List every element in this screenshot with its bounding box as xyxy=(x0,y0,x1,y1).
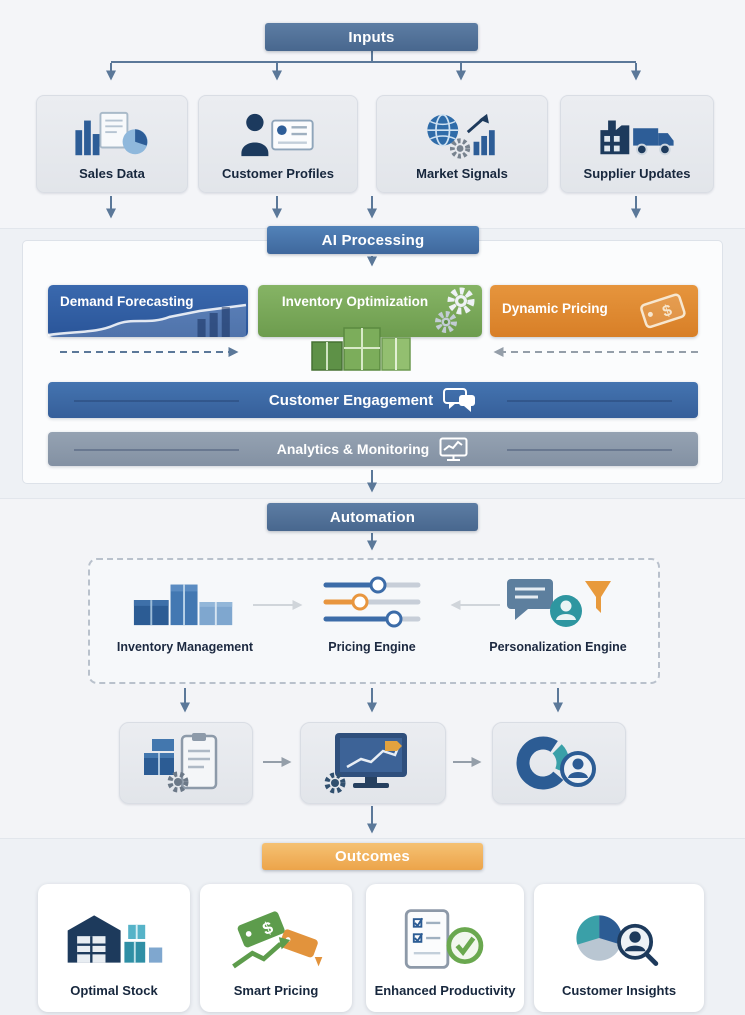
factory-truck-icon xyxy=(595,96,679,167)
automation-output-insights xyxy=(492,722,626,804)
input-card-label: Sales Data xyxy=(79,165,145,181)
engine-label: Pricing Engine xyxy=(328,640,416,654)
warehouse-boxes-icon xyxy=(62,884,166,983)
clipboard-inventory-gear-icon xyxy=(144,733,218,793)
input-card-supplier-updates: Supplier Updates xyxy=(560,95,714,193)
input-card-label: Market Signals xyxy=(416,165,508,181)
engine-inventory-management: Inventory Management xyxy=(110,568,260,654)
outcome-card-label: Smart Pricing xyxy=(233,983,319,998)
forecast-area-chart-icon xyxy=(48,303,247,337)
input-card-market-signals: Market Signals xyxy=(376,95,548,193)
ai-processing-header: AI Processing xyxy=(267,226,479,254)
outcome-card-customer-insights: Customer Insights xyxy=(534,884,704,1012)
inputs-header: Inputs xyxy=(265,23,478,51)
outcome-card-optimal-stock: Optimal Stock xyxy=(38,884,190,1012)
outcome-card-enhanced-productivity: Enhanced Productivity xyxy=(366,884,524,1012)
engine-label: Inventory Management xyxy=(116,640,254,654)
outcome-card-label: Optimal Stock xyxy=(70,983,158,998)
inputs-header-label: Inputs xyxy=(348,28,395,46)
outcome-card-smart-pricing: $ Smart Pricing xyxy=(200,884,352,1012)
person-id-card-icon xyxy=(236,96,320,167)
outcomes-header: Outcomes xyxy=(262,843,483,870)
ai-processing-header-label: AI Processing xyxy=(321,231,425,249)
automation-header-label: Automation xyxy=(329,508,416,526)
globe-trend-gear-icon xyxy=(420,96,504,167)
automation-output-pricing xyxy=(300,722,446,804)
module-label: Inventory Optimization xyxy=(281,294,429,309)
tablet-checklist-icon xyxy=(393,884,497,983)
engine-personalization: Personalization Engine xyxy=(483,568,633,654)
module-label: Dynamic Pricing xyxy=(502,301,608,316)
monitor-chart-icon xyxy=(439,437,468,461)
outcomes-header-label: Outcomes xyxy=(335,848,410,865)
chat-bubbles-icon xyxy=(443,388,476,412)
engine-pricing: Pricing Engine xyxy=(297,568,447,654)
analytics-monitoring-label: Analytics & Monitoring xyxy=(276,441,430,457)
sliders-icon xyxy=(322,568,422,636)
engine-label: Personalization Engine xyxy=(489,640,627,654)
outcome-card-label: Enhanced Productivity xyxy=(374,983,516,998)
module-dynamic-pricing: Dynamic Pricing $ xyxy=(490,285,698,337)
chat-person-funnel-icon xyxy=(503,568,613,636)
monitor-pricing-analytics-icon xyxy=(324,733,407,794)
module-label: Demand Forecasting xyxy=(60,294,194,309)
input-card-label: Supplier Updates xyxy=(583,165,691,181)
module-demand-forecasting: Demand Forecasting xyxy=(48,285,248,337)
price-tags-growth-icon: $ xyxy=(224,884,328,983)
pie-chart-person-icon xyxy=(516,736,596,790)
bar-chart-pie-icon xyxy=(70,96,154,167)
input-card-label: Customer Profiles xyxy=(222,165,334,181)
automation-header: Automation xyxy=(267,503,478,531)
gears-icon xyxy=(435,287,475,333)
automation-output-inventory xyxy=(119,722,253,804)
price-tag-icon: $ xyxy=(640,293,686,329)
customer-engagement-bar: Customer Engagement xyxy=(48,382,698,418)
input-card-sales-data: Sales Data xyxy=(36,95,188,193)
analytics-monitoring-bar: Analytics & Monitoring xyxy=(48,432,698,466)
stacked-boxes-icon xyxy=(132,568,238,636)
green-boxes-icon xyxy=(311,327,411,371)
customer-engagement-label: Customer Engagement xyxy=(268,391,434,409)
input-card-customer-profiles: Customer Profiles xyxy=(198,95,358,193)
outcome-card-label: Customer Insights xyxy=(561,983,677,998)
pie-magnifier-person-icon xyxy=(567,884,671,983)
